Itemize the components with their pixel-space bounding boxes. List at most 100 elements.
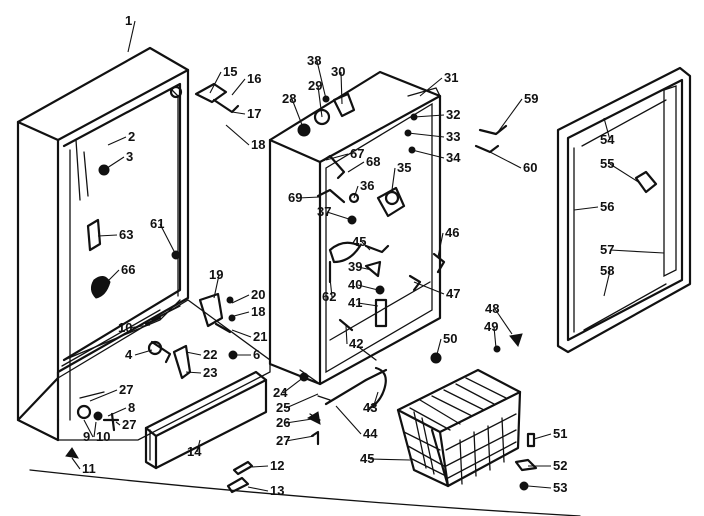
callout-number-18: 18 [251,304,265,319]
callout-leader-45 [361,241,371,251]
callout-leader-56 [573,206,599,211]
callout-number-25: 25 [276,400,290,415]
callout-leader-3 [103,156,125,171]
callout-number-60: 60 [523,160,537,175]
callout-number-43: 43 [363,400,377,415]
callout-number-35: 35 [397,160,411,175]
callout-number-17: 17 [247,106,261,121]
callout-number-39: 39 [348,259,362,274]
callout-number-38: 38 [307,53,321,68]
callout-number-30: 30 [331,64,345,79]
callout-leader-4 [134,349,153,356]
callout-number-52: 52 [553,458,567,473]
callout-leader-47 [413,281,445,295]
callout-number-67: 67 [350,146,364,161]
callout-number-6: 6 [253,347,260,362]
callout-number-45: 45 [360,451,374,466]
callout-leader-51 [533,433,552,440]
callout-leader-61 [159,223,177,256]
callout-leader-18 [233,311,250,317]
callout-leader-29 [317,85,323,118]
callout-number-15: 15 [223,64,237,79]
callout-number-32: 32 [446,107,460,122]
callout-leader-50 [435,338,442,359]
callout-leader-32 [413,114,445,118]
callout-leader-53 [527,485,552,489]
callout-leader-19 [213,274,220,299]
callout-leader-58 [603,270,611,297]
callout-leader-2 [107,136,127,146]
callout-number-51: 51 [553,426,567,441]
callout-leader-62 [329,277,333,298]
callout-number-61: 61 [150,216,164,231]
callout-number-31: 31 [444,70,458,85]
callout-leader-55 [609,163,641,184]
callout-number-16: 16 [247,71,261,86]
callout-leader-14 [196,439,201,453]
callout-leader-45 [369,458,411,461]
callout-number-19: 19 [209,267,223,282]
callout-number-4: 4 [125,347,133,362]
callout-leader-43 [372,391,379,409]
callout-leader-59 [497,98,523,133]
callout-leader-48 [494,308,513,335]
callout-number-29: 29 [308,78,322,93]
callout-number-58: 58 [600,263,614,278]
callout-leader-44 [335,405,362,435]
callout-leader-26 [285,418,313,424]
callout-leader-12 [251,465,269,468]
callout-number-56: 56 [600,199,614,214]
callout-leader-40 [357,284,379,291]
callout-leader-35 [391,167,396,191]
callout-number-45: 45 [352,234,366,249]
callout-number-12: 12 [270,458,284,473]
callout-leader-20 [231,294,250,304]
callout-leader-11 [71,457,81,470]
callout-number-27: 27 [119,382,133,397]
callout-leader-27 [89,389,118,402]
callout-number-37: 37 [317,204,331,219]
callout-leader-68 [347,161,365,173]
callout-leader-37 [326,211,353,221]
callout-number-24: 24 [273,385,288,400]
callout-number-27: 27 [276,433,290,448]
callout-leader-24 [282,376,305,394]
callout-number-10: 10 [118,320,132,335]
callout-leader-54 [603,117,611,141]
callout-number-69: 69 [288,190,302,205]
callout-leader-27 [115,421,121,426]
callout-leader-39 [357,266,373,271]
callout-number-11: 11 [82,461,96,476]
callout-number-20: 20 [251,287,265,302]
callout-number-8: 8 [128,400,135,415]
callout-number-10: 10 [96,429,110,444]
toe-grille [144,370,268,470]
callout-leader-23 [185,371,202,374]
callout-leader-36 [353,185,359,199]
callout-number-22: 22 [203,347,217,362]
callout-number-9: 9 [83,429,90,444]
callout-number-62: 62 [322,289,336,304]
liner-components [297,92,508,446]
callout-number-47: 47 [446,286,460,301]
callout-leader-33 [407,132,445,138]
callout-number-66: 66 [121,262,135,277]
callout-leader-60 [489,151,522,169]
callout-number-26: 26 [276,415,290,430]
callout-number-50: 50 [443,331,457,346]
callout-number-18: 18 [251,137,265,152]
callout-leader-18 [225,124,250,146]
callout-leader-66 [101,269,120,288]
callout-leader-28 [291,98,305,131]
callout-number-23: 23 [203,365,217,380]
callout-leader-46 [437,232,444,258]
cabinet [16,46,271,442]
callout-leader-42 [345,325,348,345]
callout-leader-38 [316,60,327,100]
callout-leader-31 [419,77,443,97]
callout-leader-1 [127,20,136,53]
callout-leader-67 [325,153,349,161]
callout-number-14: 14 [187,444,202,459]
